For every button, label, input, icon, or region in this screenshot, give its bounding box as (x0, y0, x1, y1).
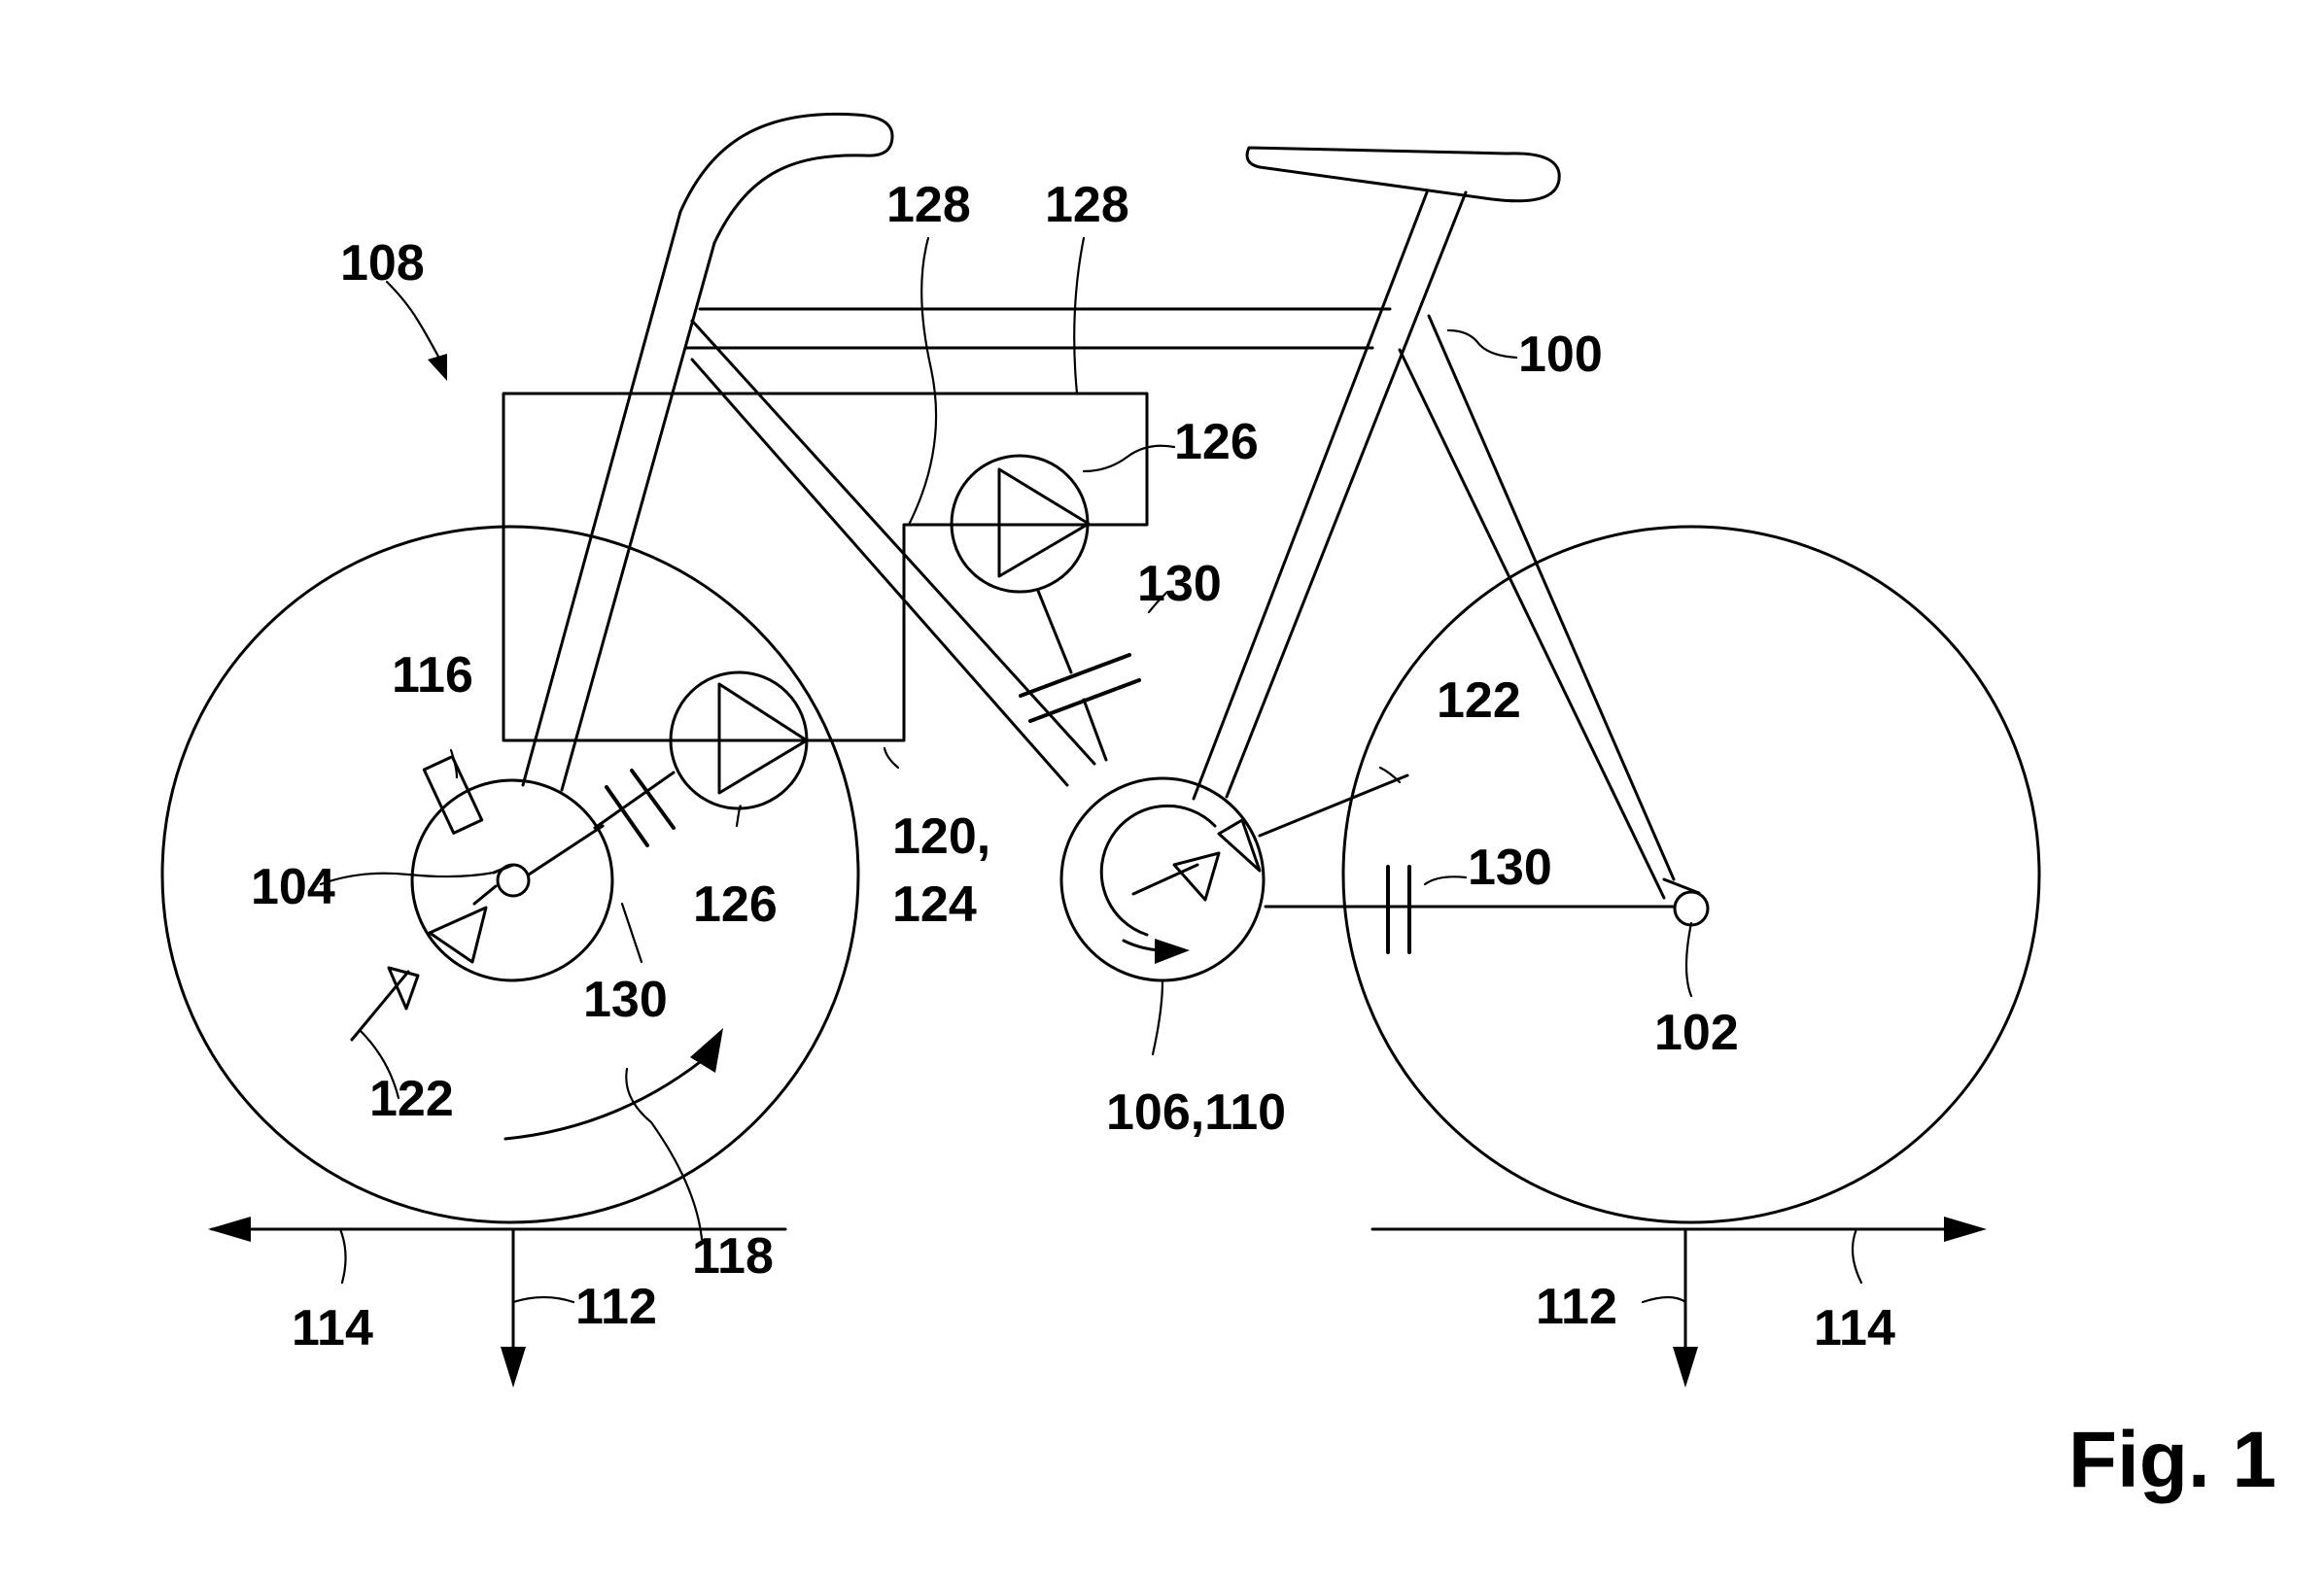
pump-upper (950, 454, 1091, 594)
label-128-right: 128 (1045, 177, 1129, 233)
label-116: 116 (392, 647, 473, 704)
rotation-arrow (503, 1049, 715, 1141)
label-102: 102 (1654, 1005, 1739, 1061)
crank-assembly (1059, 773, 1409, 982)
label-130-front: 130 (583, 972, 668, 1028)
front-wheel (160, 525, 860, 1224)
label-130-upper: 130 (1137, 556, 1222, 612)
label-126-upper: 126 (1174, 414, 1259, 470)
force-arrows-rear (1370, 1217, 1987, 1388)
label-108: 108 (340, 235, 425, 292)
figure-label: Fig. 1 (2068, 1416, 2276, 1504)
label-114-left: 114 (292, 1300, 373, 1356)
label-128-left: 128 (886, 177, 971, 233)
label-112-right: 112 (1536, 1279, 1617, 1335)
leader-lines (319, 236, 1863, 1304)
control-housing (502, 392, 1149, 742)
force-arrows-front (208, 1217, 787, 1388)
front-hub-assembly (350, 755, 614, 1042)
label-118: 118 (692, 1228, 774, 1285)
label-104: 104 (251, 859, 335, 915)
bicycle-frame (521, 112, 1710, 927)
label-122-right: 122 (1437, 672, 1521, 729)
label-122-left: 122 (369, 1071, 454, 1127)
label-100: 100 (1518, 326, 1603, 383)
rear-wheel (1341, 525, 2041, 1224)
label-120: 120, (892, 808, 990, 865)
label-114-right: 114 (1814, 1300, 1895, 1356)
label-112-left: 112 (575, 1279, 657, 1335)
label-130-rear: 130 (1468, 840, 1552, 896)
label-126-lower: 126 (693, 876, 778, 933)
label-106-110: 106,110 (1106, 1084, 1286, 1141)
label-124: 124 (892, 876, 977, 933)
